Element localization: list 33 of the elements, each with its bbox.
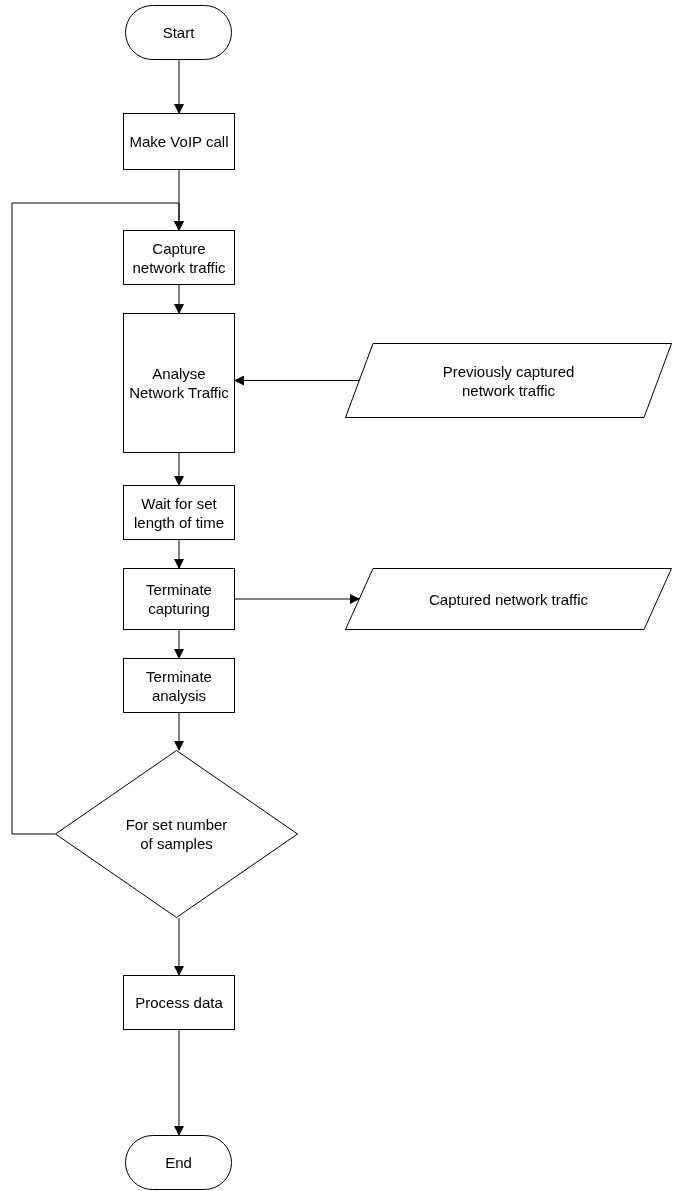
process-box [123,568,235,630]
node-label: Wait for set length of time [132,493,226,532]
process-box [123,113,235,170]
node-label: Captured network traffic [429,589,588,609]
decision-diamond [55,750,298,918]
node-label: Make VoIP call [129,132,229,151]
node-label: Previously captured network traffic [441,361,576,400]
loop-arrow [11,202,184,835]
arrow [174,539,184,569]
node-label: Terminate analysis [145,666,213,705]
arrow [174,712,184,751]
data-parallelogram [345,568,672,630]
node-label: Capture network traffic [131,238,227,277]
arrow [234,594,360,604]
arrow [174,452,184,486]
node-label: For set number of samples [124,815,229,853]
arrow [174,284,184,314]
node-label: Analyse Network Traffic [128,364,230,402]
arrow [174,917,184,976]
node-label: End [165,1153,192,1172]
arrow [174,1029,184,1136]
process-box [123,313,235,453]
node-label: Process data [135,993,223,1012]
arrow [234,375,360,386]
arrow [174,59,184,114]
process-box [123,975,235,1030]
data-parallelogram [345,343,672,418]
arrow [174,629,184,659]
process-box [123,658,235,713]
node-label: Start [162,23,195,42]
process-box [123,485,235,540]
node-label: Terminate capturing [145,580,213,618]
process-box [123,230,235,285]
